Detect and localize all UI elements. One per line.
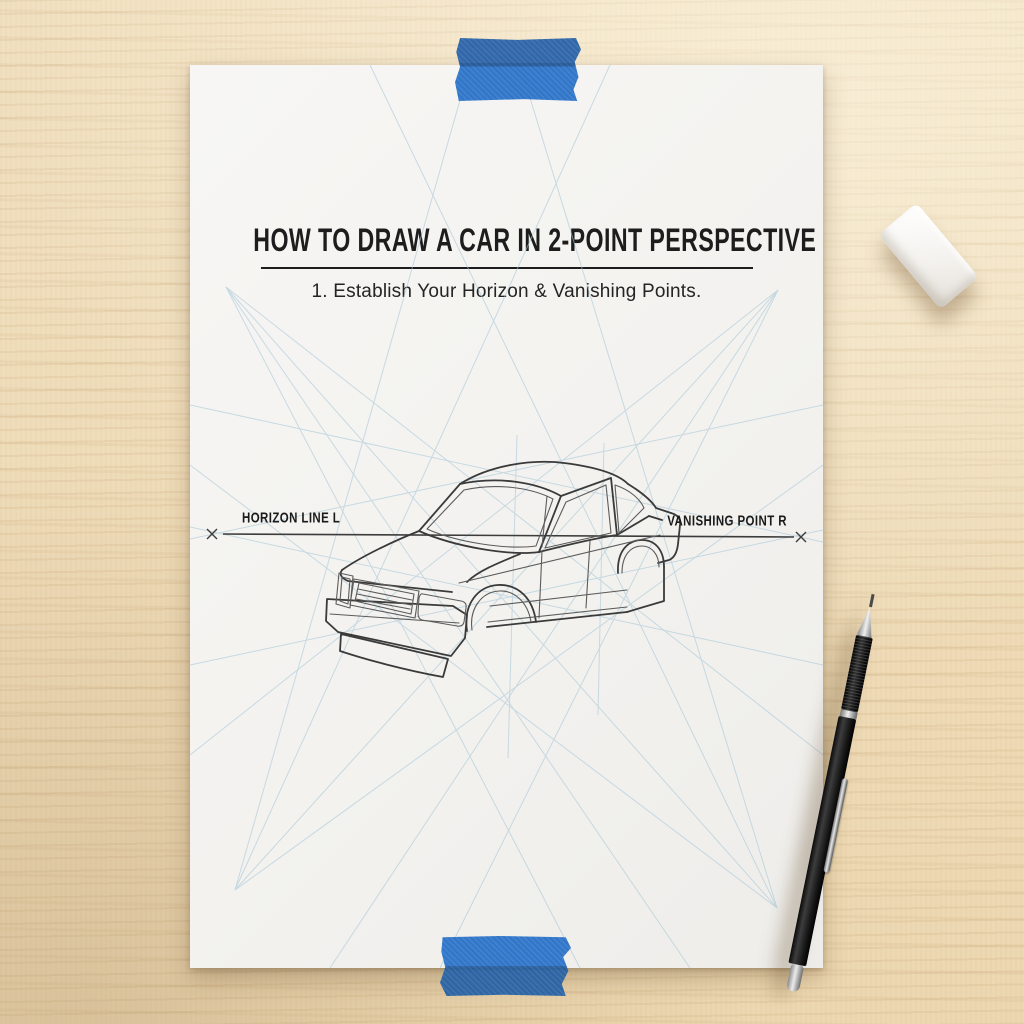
eraser [878,202,979,310]
blue-tape-top [455,38,581,101]
step-caption: 1. Establish Your Horizon & Vanishing Po… [311,281,702,302]
title-underline [261,267,753,269]
horizon-x-right-mark [795,531,807,543]
car-sketch-details [329,484,661,631]
pencil-clip [823,777,849,874]
horizon-line-label: HORIZON LINE L [242,508,341,526]
vanishing-point-label: VANISHING POINT R [667,511,787,529]
pencil-lead [868,593,875,608]
construction-lines [190,65,823,968]
pencil-tip-cone [857,605,878,637]
pencil-push-button [785,963,804,993]
car-sketch-outline [325,460,682,678]
poster-title: HOW TO DRAW A CAR IN 2-POINT PERSPECTIVE [253,223,817,259]
horizon-line [206,528,807,543]
pencil-grip [840,634,873,713]
horizon-x-left-mark [206,528,218,540]
car-sketch-svg [190,65,823,968]
blue-tape-bottom [440,936,571,996]
paper-sheet: HOW TO DRAW A CAR IN 2-POINT PERSPECTIVE… [190,65,823,968]
